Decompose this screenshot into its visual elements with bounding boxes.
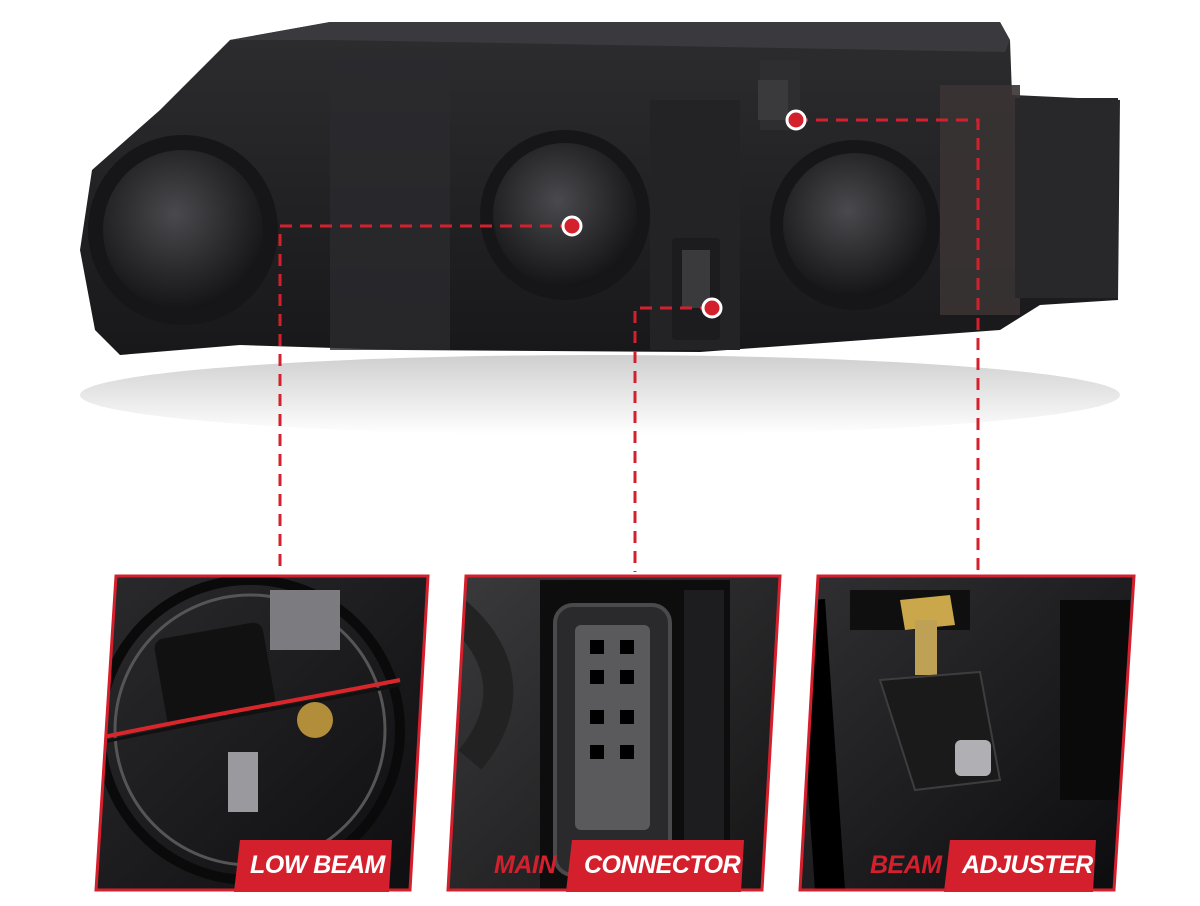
callout-markers bbox=[561, 109, 807, 319]
main-label: MAIN bbox=[494, 851, 556, 879]
beam-adjuster-label-bar bbox=[944, 840, 1096, 892]
headlight-housing bbox=[80, 22, 1120, 355]
high-beam-bulb-cap bbox=[493, 143, 637, 287]
low-beam-label-bar bbox=[234, 840, 392, 892]
low-beam-label: LOW BEAM bbox=[250, 851, 385, 879]
beam-label: BEAM bbox=[870, 851, 942, 879]
low-beam-panel bbox=[94, 574, 430, 892]
low-beam-bulb-cap bbox=[103, 150, 263, 310]
main-connector-label-bar bbox=[566, 840, 744, 892]
fog-bulb-cap bbox=[783, 153, 927, 297]
beam-adjuster-panel bbox=[798, 574, 1136, 892]
adjuster-label: ADJUSTER bbox=[962, 851, 1093, 879]
main-connector-panel bbox=[446, 574, 782, 892]
callout-lines bbox=[278, 118, 980, 572]
floor-shadow bbox=[80, 355, 1120, 435]
connector-label: CONNECTOR bbox=[584, 851, 741, 879]
